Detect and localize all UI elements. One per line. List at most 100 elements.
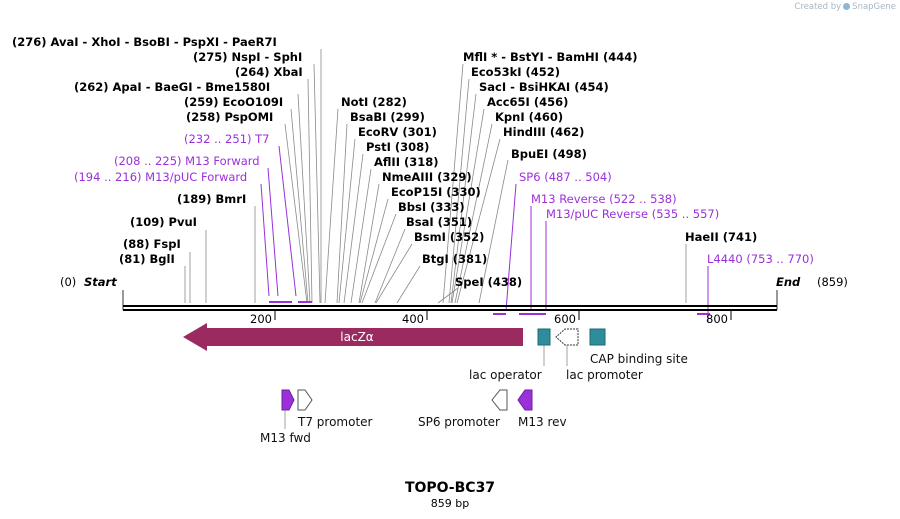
enzyme-label[interactable]: (88) FspI [123, 237, 181, 251]
enzyme-connector [338, 138, 356, 304]
enzyme-label[interactable]: NotI (282) [341, 95, 407, 109]
enzyme-connector [450, 93, 477, 304]
primer-connectors [260, 145, 709, 322]
enzyme-connector [358, 183, 380, 304]
lacz-alpha-arrow[interactable] [183, 323, 523, 351]
dna-backbone [122, 290, 778, 320]
enzyme-connector [448, 78, 470, 304]
enzyme-connector [454, 123, 493, 304]
sp6-promoter-label: SP6 promoter [418, 415, 500, 429]
enzyme-label[interactable]: BpuEI (498) [511, 147, 587, 161]
plasmid-title: TOPO-BC37 [404, 480, 496, 496]
enzyme-label[interactable]: MflI * - BstYI - BamHI (444) [463, 50, 637, 64]
plasmid-size: 859 bp [430, 497, 470, 510]
enzyme-label[interactable]: PstI (308) [366, 140, 429, 154]
cap-binding-site-label: CAP binding site [590, 352, 688, 366]
features: lacZα lac operator lac promoter CAP bind… [183, 323, 688, 445]
enzyme-label[interactable]: HaeII (741) [685, 230, 757, 244]
lac-operator-label: lac operator [469, 368, 542, 382]
enzyme-connector [456, 138, 501, 304]
enzyme-label[interactable]: HindIII (462) [503, 125, 584, 139]
enzyme-connector [396, 265, 421, 304]
primer-label[interactable]: (194 .. 216) M13/pUC Forward [74, 170, 247, 184]
enzyme-connectors [184, 49, 687, 304]
enzyme-label[interactable]: (258) PspOMI [186, 110, 273, 124]
enzyme-connector [290, 108, 309, 304]
enzyme-label[interactable]: BbsI (333) [398, 200, 465, 214]
axis-tick-label: 800 [706, 312, 728, 326]
start-label: Start [84, 275, 117, 289]
enzyme-connector [297, 93, 311, 304]
enzyme-connector [284, 123, 308, 304]
enzyme-connector [375, 243, 413, 304]
primer-label[interactable]: (232 .. 251) T7 [184, 132, 270, 146]
primer-label[interactable]: L4440 (753 .. 770) [707, 252, 814, 266]
enzyme-connector [324, 108, 339, 304]
enzyme-label[interactable]: (109) PvuI [130, 215, 197, 229]
enzyme-connector [313, 63, 321, 304]
enzyme-label[interactable]: BtgI (381) [422, 252, 487, 266]
primer-connector [267, 167, 279, 297]
primer-label[interactable]: SP6 (487 .. 504) [519, 170, 612, 184]
enzyme-label[interactable]: AflII (318) [374, 155, 439, 169]
m13-fwd-label: M13 fwd [260, 431, 311, 445]
m13-rev-arrow[interactable] [517, 389, 533, 411]
primer-label[interactable]: (208 .. 225) M13 Forward [114, 154, 260, 168]
sp6-promoter-arrow[interactable] [491, 389, 508, 411]
primer-connector [260, 183, 270, 297]
t7-promoter-label: T7 promoter [297, 415, 373, 429]
primer-label[interactable]: M13/pUC Reverse (535 .. 557) [546, 207, 719, 221]
enzyme-label[interactable]: KpnI (460) [495, 110, 563, 124]
enzyme-labels: (276) AvaI - XhoI - BsoBI - PspXI - PaeR… [12, 35, 757, 289]
enzyme-connector [343, 153, 364, 304]
m13-rev-label: M13 rev [518, 415, 567, 429]
primer-labels: (232 .. 251) T7 (208 .. 225) M13 Forward… [74, 132, 814, 266]
end-position: (859) [817, 275, 848, 289]
primer-connector [278, 145, 297, 297]
enzyme-label[interactable]: (262) ApaI - BaeGI - Bme1580I [74, 80, 270, 94]
enzyme-label[interactable]: (264) XbaI [235, 65, 303, 79]
m13-fwd-arrow[interactable] [281, 389, 295, 411]
lac-promoter-label: lac promoter [566, 368, 643, 382]
primer-label[interactable]: M13 Reverse (522 .. 538) [531, 192, 677, 206]
enzyme-label[interactable]: EcoRV (301) [358, 125, 437, 139]
enzyme-label[interactable]: (81) BglI [119, 252, 175, 266]
enzyme-label[interactable]: (259) EcoO109I [184, 95, 283, 109]
enzyme-label[interactable]: (189) BmrI [177, 192, 246, 206]
enzyme-connector [307, 78, 313, 304]
enzyme-label[interactable]: BsmI (352) [414, 230, 484, 244]
enzyme-label[interactable]: Eco53kI (452) [471, 65, 560, 79]
enzyme-label[interactable]: Acc65I (456) [487, 95, 568, 109]
enzyme-connector [478, 159, 509, 304]
axis-tick-labels: 200 400 600 800 [250, 312, 728, 326]
lac-operator-box[interactable] [537, 328, 551, 346]
enzyme-connector [437, 287, 459, 304]
primer-bars [269, 301, 710, 315]
end-label: End [776, 275, 801, 289]
primer-connector [505, 183, 517, 312]
enzyme-connector [359, 198, 389, 304]
cap-binding-site-box[interactable] [589, 328, 606, 346]
enzyme-connector [374, 228, 406, 304]
lac-promoter-arrow[interactable] [555, 328, 579, 346]
snapgene-logo-icon [843, 3, 851, 10]
enzyme-connector [350, 168, 372, 304]
credit-prefix: Created by [794, 2, 842, 12]
enzyme-label[interactable]: (275) NspI - SphI [193, 50, 302, 64]
enzyme-label[interactable]: BsaI (351) [406, 215, 472, 229]
enzyme-connector [442, 63, 464, 304]
axis-tick-label: 600 [554, 312, 576, 326]
enzyme-connector [361, 213, 397, 304]
enzyme-label[interactable]: SpeI (438) [455, 275, 522, 289]
enzyme-label[interactable]: SacI - BsiHKAI (454) [479, 80, 609, 94]
enzyme-label[interactable]: EcoP15I (330) [391, 185, 481, 199]
enzyme-label[interactable]: BsaBI (299) [350, 110, 425, 124]
start-position: (0) [60, 275, 76, 289]
enzyme-connector [336, 123, 348, 304]
t7-promoter-arrow[interactable] [297, 389, 313, 411]
enzyme-label[interactable]: (276) AvaI - XhoI - BsoBI - PspXI - PaeR… [12, 35, 277, 49]
enzyme-label[interactable]: NmeAIII (329) [382, 170, 472, 184]
lacz-alpha-label: lacZα [340, 330, 374, 344]
